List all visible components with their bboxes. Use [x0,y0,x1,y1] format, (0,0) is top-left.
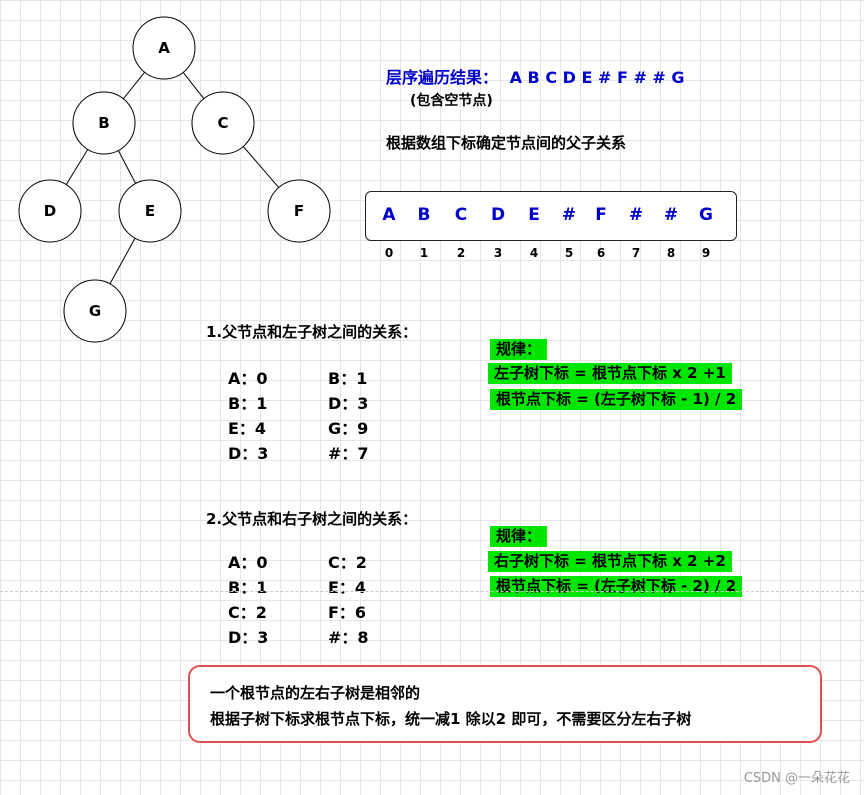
pair-item: E：4 [328,578,367,597]
tree-node-E [118,179,182,243]
array-index: 1 [419,246,429,260]
array-cell: D [490,205,506,225]
array-index: 7 [631,246,641,260]
array-index: 9 [701,246,711,260]
tree-node-D [18,179,82,243]
watermark: CSDN @一朵花花 [743,771,850,786]
traversal-block: 层序遍历结果： A B C D E # F # # G [386,64,685,88]
pair-item: #：8 [328,628,369,647]
pair-item: G：9 [328,419,369,438]
tree-edge-A-C [182,72,205,99]
right-rule-2: 根节点下标 = (左子树下标 - 2) / 2 [490,576,743,597]
array-cell: # [663,205,679,225]
tree-edge-B-E [117,150,137,184]
array-cell: G [699,205,713,225]
tree-edge-C-F [242,146,280,188]
tree-edge-B-D [65,149,89,185]
pair-item: B：1 [228,394,268,413]
array-cell: # [628,205,644,225]
array-index: 8 [666,246,676,260]
tree-node-label-G: G [89,302,101,320]
array-caption: 根据数组下标确定节点间的父子关系 [386,134,627,152]
summary-box [188,665,822,743]
left-section-title: 1.父节点和左子树之间的关系： [206,323,418,341]
page-divider [0,591,864,592]
array-index: 0 [384,246,394,260]
array-cell: B [417,205,431,225]
tree-node-label-D: D [44,202,56,220]
array-index: 4 [529,246,539,260]
right-section-title: 2.父节点和右子树之间的关系： [206,510,418,528]
pair-item: A：0 [228,553,268,572]
pair-item: D：3 [228,444,269,463]
tree-node-label-A: A [158,39,170,57]
array-index: 3 [493,246,503,260]
tree-edge-A-B [122,71,146,100]
pair-item: C：2 [328,553,367,572]
tree-node-C [191,91,255,155]
array-index: 6 [596,246,606,260]
traversal-title: 层序遍历结果： [386,68,499,87]
tree-node-F [267,179,331,243]
array-cell: # [561,205,577,225]
pair-item: C：2 [228,603,267,622]
pair-item: D：3 [228,628,269,647]
pair-item: F：6 [328,603,367,622]
array-cell: C [454,205,468,225]
pair-item: A：0 [228,369,268,388]
right-rule-1: 右子树下标 = 根节点下标 x 2 +2 [488,551,732,572]
array-container [365,191,737,241]
pair-item: B：1 [228,578,268,597]
pair-item: E：4 [228,419,267,438]
summary-line-2: 根据子树下标求根节点下标，统一减1 除以2 即可，不需要区分左右子树 [210,710,692,728]
tree-node-label-F: F [294,202,304,220]
tree-node-A [132,16,196,80]
tree-edge-E-G [109,237,136,285]
array-index: 5 [564,246,574,260]
right-rule-title: 规律： [490,526,548,547]
array-index: 2 [456,246,466,260]
traversal-result: A B C D E # F # # G [509,68,685,87]
tree-node-label-E: E [145,202,155,220]
summary-line-1: 一个根节点的左右子树是相邻的 [210,684,421,702]
tree-node-label-B: B [98,114,109,132]
array-cell: E [528,205,540,225]
array-cell: A [382,205,396,225]
left-rule-1: 左子树下标 = 根节点下标 x 2 +1 [488,363,732,384]
pair-item: #：7 [328,444,369,463]
pair-item: D：3 [328,394,369,413]
pair-item: B：1 [328,369,368,388]
tree-node-B [72,91,136,155]
tree-node-G [63,279,127,343]
left-rule-2: 根节点下标 = (左子树下标 - 1) / 2 [490,389,743,410]
traversal-note: (包含空节点) [410,93,493,109]
tree-node-label-C: C [217,114,228,132]
array-cell: F [595,205,607,225]
left-rule-title: 规律： [490,339,548,360]
